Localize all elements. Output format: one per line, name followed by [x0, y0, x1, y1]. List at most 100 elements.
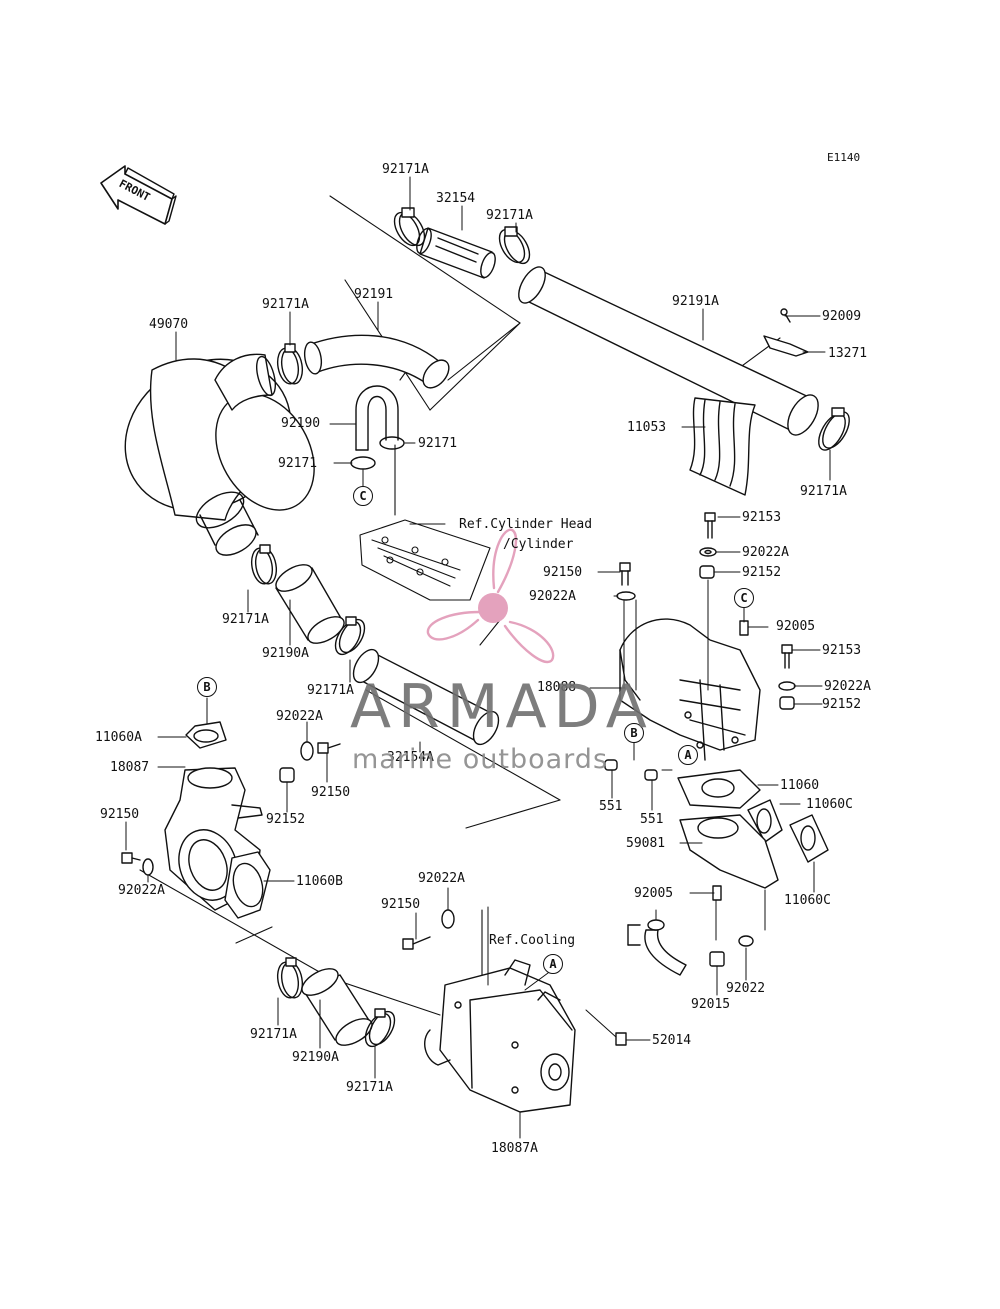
- hose-92191: [303, 334, 450, 389]
- washer-92022A-e: [142, 858, 154, 876]
- clamp-92171A-bot2: [364, 1008, 396, 1048]
- part-label: 92150: [311, 785, 351, 800]
- part-label: 52014: [652, 1033, 692, 1048]
- part-label: 92190: [281, 416, 321, 431]
- nut-92015: [709, 951, 725, 967]
- washer-92022A-c: [778, 681, 796, 691]
- collar-92152: [699, 565, 715, 579]
- heat-shield-11053: [689, 397, 756, 496]
- diagram-code: E1140: [827, 151, 861, 164]
- clamp-92171A-bot: [276, 957, 304, 999]
- part-label: 11060: [780, 778, 820, 793]
- tube-32154: [416, 227, 496, 279]
- clamp-92171A-left: [250, 544, 278, 585]
- part-label: 92171A: [262, 297, 309, 312]
- washer-92022A-d: [300, 741, 314, 761]
- part-label: 13271: [828, 346, 868, 361]
- part-label: 92150: [381, 897, 421, 912]
- part-label: 92005: [776, 619, 816, 634]
- washer-92022A-b: [616, 591, 636, 601]
- clamp-92171A-top2: [498, 226, 531, 265]
- part-label: 92171A: [346, 1080, 393, 1095]
- part-label: 92153: [742, 510, 782, 525]
- part-label: 92022A: [118, 883, 165, 898]
- part-label: 92015: [691, 997, 731, 1012]
- part-label: 92005: [634, 886, 674, 901]
- gasket-11060C: [747, 799, 829, 863]
- ref-marker-b: B: [197, 677, 217, 697]
- bolt-92153-b: [781, 644, 793, 669]
- part-label: 92022A: [529, 589, 576, 604]
- part-label: 18088: [537, 680, 577, 695]
- cylinder-head-ref: [359, 519, 491, 601]
- part-label: 32154A: [387, 750, 434, 765]
- plug-52014: [615, 1032, 627, 1046]
- part-label: 92152: [742, 565, 782, 580]
- bolt-92153: [704, 512, 716, 539]
- ref-marker-c-2: C: [734, 588, 754, 608]
- propeller-logo-icon: [426, 528, 555, 663]
- part-label: 92022: [726, 981, 766, 996]
- ref-cylinder-label: /Cylinder: [503, 537, 574, 552]
- part-label: 11060C: [806, 797, 853, 812]
- clamp-92171A-right: [818, 407, 850, 451]
- water-box-18087A: [424, 959, 576, 1113]
- hose-92190: [355, 385, 399, 451]
- part-label: 92153: [822, 643, 862, 658]
- part-label: 11060A: [95, 730, 142, 745]
- ref-marker-b-2: B: [624, 723, 644, 743]
- tube-32154A: [352, 648, 500, 746]
- part-label: 92191A: [672, 294, 719, 309]
- muffler-49070: [124, 353, 315, 556]
- part-label: 18087: [110, 760, 150, 775]
- part-label: 92171A: [250, 1027, 297, 1042]
- collar-92152-b: [779, 696, 795, 710]
- front-arrow-icon: [100, 165, 177, 225]
- watermark-brand: ARMADA: [350, 672, 654, 742]
- part-label: 92171A: [222, 612, 269, 627]
- elbow-59081: [679, 814, 779, 889]
- pin-551: [604, 759, 658, 781]
- washer-92022: [738, 935, 754, 947]
- part-label: 92022A: [824, 679, 871, 694]
- ref-marker-c: C: [353, 486, 373, 506]
- bolt-92150: [619, 562, 631, 586]
- clamp-92171: [350, 436, 405, 470]
- part-label: 11060B: [296, 874, 343, 889]
- part-label: 49070: [149, 317, 189, 332]
- tube-92190A-bot: [301, 968, 373, 1046]
- part-label: 32154: [436, 191, 476, 206]
- part-label: 11060C: [784, 893, 831, 908]
- part-label: 92171A: [486, 208, 533, 223]
- guide-lines: [139, 195, 781, 1016]
- part-label: 92171: [278, 456, 318, 471]
- part-label: 92022A: [276, 709, 323, 724]
- plug-92005: [739, 620, 749, 636]
- part-label: 11053: [627, 420, 667, 435]
- part-label: 92022A: [742, 545, 789, 560]
- part-label: 92022A: [418, 871, 465, 886]
- part-label: 92152: [266, 812, 306, 827]
- part-label: 59081: [626, 836, 666, 851]
- part-label: 551: [640, 812, 664, 827]
- bolt-92150-c: [121, 852, 141, 864]
- part-label: 92190A: [292, 1050, 339, 1065]
- gasket-11060: [677, 769, 761, 809]
- part-label: 92171: [418, 436, 458, 451]
- part-label: 92190A: [262, 646, 309, 661]
- ref-marker-a-2: A: [543, 954, 563, 974]
- gasket-11060A: [185, 721, 227, 749]
- bolt-92150-d: [402, 936, 431, 950]
- gasket-11060B: [224, 851, 271, 919]
- clamp-92171A-mid2: [334, 616, 366, 656]
- exhaust-manifold-18088: [619, 618, 761, 761]
- clamp-92171A: [276, 343, 304, 385]
- watermark-tagline: marine outboards: [352, 744, 609, 775]
- tube-92190A: [275, 564, 345, 644]
- washer-92022A-f: [441, 909, 455, 929]
- part-label: 92171A: [307, 683, 354, 698]
- part-label: 92171A: [800, 484, 847, 499]
- bracket-13271: [763, 308, 809, 357]
